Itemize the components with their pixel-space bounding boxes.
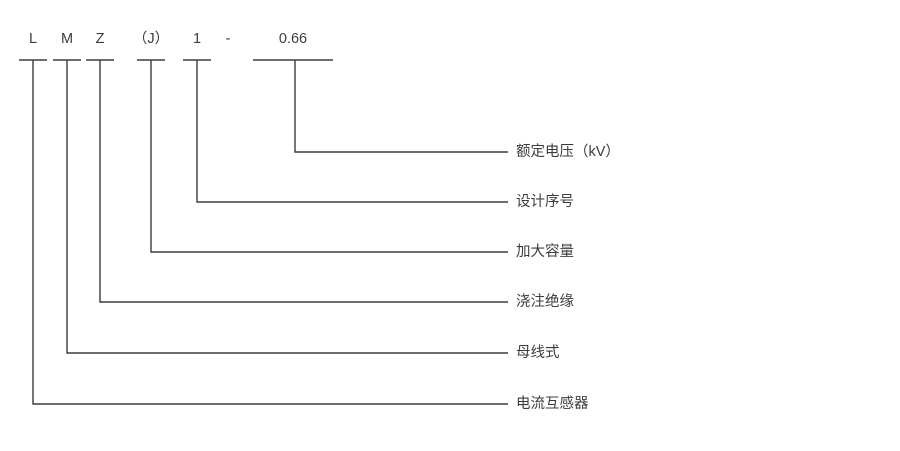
code-segment-z: Z	[95, 31, 105, 47]
callout-cast-insulation-label: 浇注绝缘	[516, 294, 574, 310]
code-segment-1: 1	[192, 31, 202, 47]
leader-line-cast-insulation	[99, 60, 508, 303]
code-segment-l: L	[28, 31, 38, 47]
code-segment-066: 0.66	[278, 31, 308, 47]
code-segment-j: （J）	[132, 31, 170, 47]
leader-line-design-serial	[196, 60, 508, 203]
callout-rated-voltage-label: 额定电压（kV）	[516, 144, 620, 160]
leader-line-increased-capacity	[150, 60, 508, 253]
callout-current-transformer-label: 电流互感器	[516, 396, 589, 412]
callout-busbar-type-label: 母线式	[516, 345, 560, 361]
leader-line-rated-voltage	[294, 60, 508, 153]
code-segment-m: M	[60, 31, 74, 47]
code-segment-dash: -	[225, 31, 231, 47]
leader-line-busbar-type	[66, 60, 508, 354]
leader-line-group	[32, 60, 508, 405]
leader-line-current-transformer	[32, 60, 508, 405]
callout-design-serial-label: 设计序号	[516, 194, 574, 210]
callout-increased-capacity-label: 加大容量	[516, 244, 574, 260]
